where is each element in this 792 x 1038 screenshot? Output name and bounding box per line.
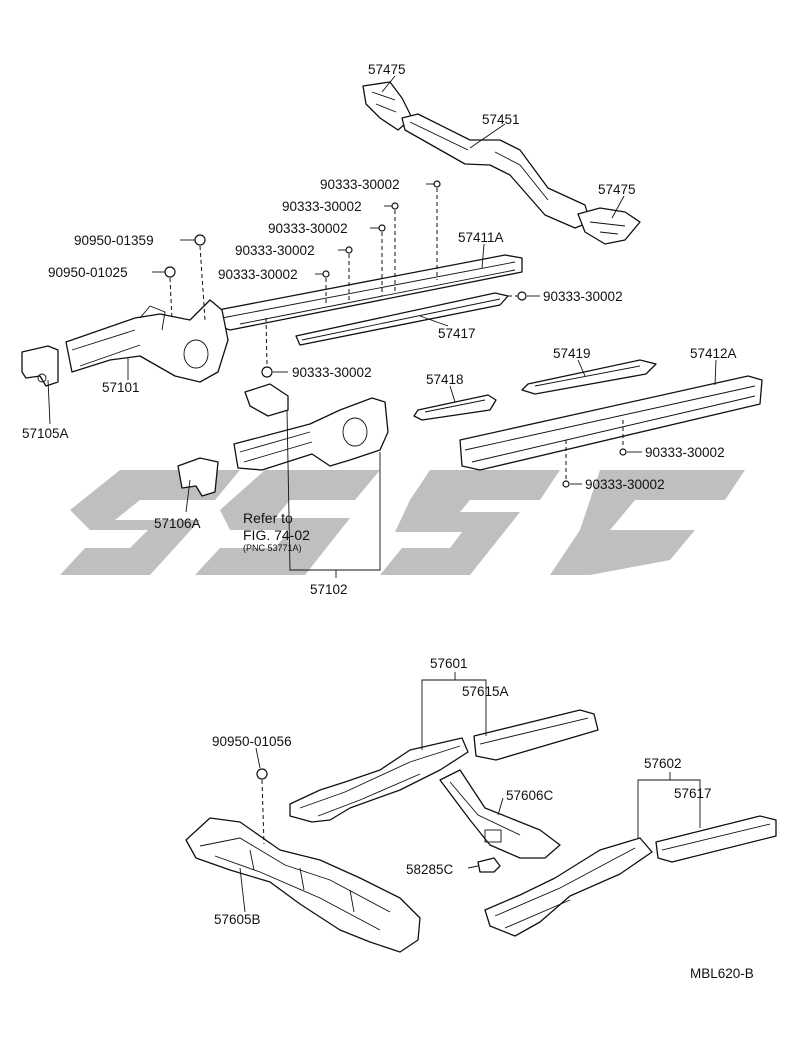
reference-note-line2: FIG. 74-02	[243, 527, 310, 543]
label-90333-i: 90333-30002	[585, 477, 665, 492]
label-90950-01056: 90950-01056	[212, 734, 292, 749]
label-58285C: 58285C	[406, 862, 454, 877]
part-57419-plate	[521, 359, 657, 395]
leader-lines-lower	[239, 672, 701, 913]
reference-note-line1: Refer to	[243, 510, 293, 526]
label-90333-d: 90333-30002	[235, 243, 315, 258]
label-57102: 57102	[310, 582, 348, 597]
label-57602: 57602	[644, 756, 682, 771]
label-90333-f: 90333-30002	[543, 289, 623, 304]
watermark-logo	[60, 470, 745, 575]
part-57412A-rail	[459, 375, 763, 471]
diagram-code: MBL620-B	[690, 966, 754, 981]
clip-90333-g	[261, 366, 273, 378]
part-57417-strip	[295, 292, 509, 346]
label-57475-right: 57475	[598, 182, 636, 197]
label-57601: 57601	[430, 656, 468, 671]
part-57602-floor-crossmember	[484, 837, 653, 937]
leader-lines-upper	[47, 75, 717, 578]
clip-90333-c	[378, 224, 386, 232]
label-90950-01025: 90950-01025	[48, 265, 128, 280]
part-57606C-crossmember	[439, 769, 561, 859]
label-57606C: 57606C	[506, 788, 554, 803]
part-57101-front-rail	[65, 299, 229, 383]
label-57411A: 57411A	[458, 230, 504, 245]
label-90333-a: 90333-30002	[320, 177, 400, 192]
part-57605B-floor-rail	[185, 817, 421, 953]
reference-note-line3: (PNC 53771A)	[243, 543, 302, 553]
part-57102-front-rail	[233, 383, 389, 471]
clip-90950-01056	[256, 768, 268, 780]
label-57615A: 57615A	[462, 684, 509, 699]
label-57412A: 57412A	[690, 346, 737, 361]
assembly-lines-lower	[261, 779, 265, 845]
clip-90333-b	[391, 202, 399, 210]
label-57105A: 57105A	[22, 426, 69, 441]
label-90333-h: 90333-30002	[645, 445, 725, 460]
clip-90950-01025	[164, 266, 176, 278]
label-90333-g: 90333-30002	[292, 365, 372, 380]
clip-90333-e	[322, 270, 330, 278]
label-57605B: 57605B	[214, 912, 261, 927]
part-57418-plate	[413, 394, 497, 421]
clip-90333-a	[433, 180, 441, 188]
label-57101: 57101	[102, 380, 140, 395]
label-57417: 57417	[438, 326, 476, 341]
clip-90333-d	[345, 246, 353, 254]
clip-90950-01359	[194, 234, 206, 246]
clip-90333-h	[619, 448, 627, 456]
label-90333-e: 90333-30002	[218, 267, 298, 282]
label-57418: 57418	[426, 372, 464, 387]
part-57451-crossmember	[401, 113, 591, 229]
label-90333-c: 90333-30002	[268, 221, 348, 236]
label-57419: 57419	[553, 346, 591, 361]
label-57617: 57617	[674, 786, 712, 801]
label-57475-top: 57475	[368, 62, 406, 77]
part-57475-right-bracket	[577, 207, 641, 245]
label-90333-b: 90333-30002	[282, 199, 362, 214]
part-57106A-bracket	[177, 457, 219, 497]
label-57451: 57451	[482, 112, 520, 127]
part-57615A-reinforcement	[473, 709, 599, 761]
part-57617-reinforcement	[655, 815, 777, 863]
clip-90333-f	[517, 291, 527, 301]
clip-90333-i	[562, 480, 570, 488]
label-90950-01359: 90950-01359	[74, 233, 154, 248]
part-57601-floor-crossmember	[289, 737, 469, 823]
label-57106A: 57106A	[154, 516, 201, 531]
part-57105A-bracket	[21, 345, 59, 387]
part-labels: 57475 57451 57475 57411A 57417 57412A 57…	[22, 62, 754, 981]
part-58285C-pad	[477, 857, 501, 873]
assembly-lines-upper	[169, 188, 624, 480]
